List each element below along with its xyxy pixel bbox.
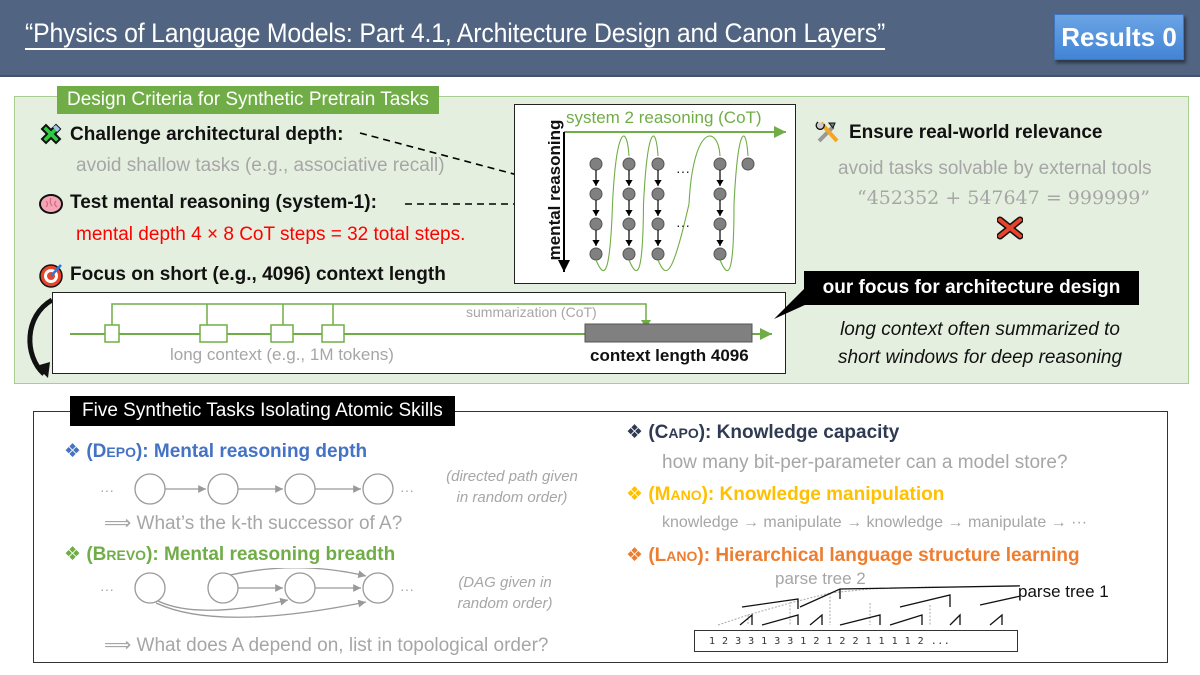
reasoning-node	[589, 247, 603, 261]
context-chunk-2	[199, 324, 228, 343]
cot-loop	[657, 135, 721, 272]
reasoning-node	[651, 217, 665, 231]
brevo-question: ⟹ What does A depend on, list in topolog…	[104, 635, 549, 656]
context-window-bar	[584, 323, 753, 343]
depo-node	[362, 473, 394, 505]
diamond-bullet-icon: ❖	[64, 544, 82, 565]
results-button[interactable]: Results 0	[1054, 14, 1184, 60]
context-chunk-1	[104, 324, 120, 343]
reasoning-node	[713, 217, 727, 231]
tasks-panel	[33, 411, 1168, 663]
reasoning-node	[651, 187, 665, 201]
task-mano-title: ❖ (MANO): Knowledge manipulation	[626, 484, 945, 505]
brevo-node	[284, 572, 316, 604]
reasoning-node	[589, 187, 603, 201]
brain-icon	[38, 191, 64, 222]
reasoning-node	[713, 187, 727, 201]
curved-arrow-icon	[27, 297, 54, 378]
depo-node	[207, 473, 239, 505]
parse-tree-2	[717, 586, 970, 626]
summarization-label: summarization (CoT)	[466, 304, 597, 320]
parse-trees-graphic	[717, 585, 1020, 626]
task-capo-title: ❖ (CAPO): Knowledge capacity	[626, 422, 900, 443]
ellipsis-1: ···	[676, 163, 690, 179]
red-x-icon	[996, 216, 1024, 245]
long-context-label: long context (e.g., 1M tokens)	[170, 345, 394, 364]
header-bar	[0, 0, 1200, 77]
depo-question: ⟹ What’s the k-th successor of A?	[104, 513, 403, 534]
page-title: “Physics of Language Models: Part 4.1, A…	[25, 18, 886, 48]
diamond-bullet-icon: ❖	[64, 441, 82, 462]
dashed-connector-arrows	[359, 132, 526, 209]
reasoning-node	[622, 247, 636, 261]
reasoning-node	[589, 157, 603, 171]
target-icon	[38, 262, 64, 293]
mano-description: knowledge → manipulate → knowledge → man…	[662, 514, 1088, 531]
reasoning-node	[741, 157, 755, 171]
tools-icon	[815, 119, 843, 150]
ellipsis-2: ···	[676, 217, 690, 233]
context-length-label: context length 4096	[590, 346, 749, 365]
reasoning-node	[713, 247, 727, 261]
criterion-relevance-subtitle: avoid tasks solvable by external tools	[838, 158, 1152, 179]
system2-axis-label: system 2 reasoning (CoT)	[566, 108, 762, 127]
task-lano-title: ❖ (LANO): Hierarchical language structur…	[626, 545, 1080, 566]
criterion-depth-subtitle: avoid shallow tasks (e.g., associative r…	[76, 155, 445, 176]
context-diagram-graphic	[70, 303, 772, 343]
callout-note-line-2: short windows for deep reasoning	[837, 347, 1123, 368]
task-brevo-title: ❖ (BREVO): Mental reasoning breadth	[64, 544, 396, 565]
parse-tree-1-label: parse tree 1	[1018, 582, 1109, 601]
reasoning-node	[622, 217, 636, 231]
reasoning-node	[651, 157, 665, 171]
context-chunk-3	[270, 324, 294, 343]
depo-note: (directed path given in random order)	[446, 468, 578, 506]
capo-description: how many bit-per-parameter can a model s…	[662, 452, 1068, 473]
brevo-note: (DAG given in random order)	[457, 574, 553, 612]
ellipsis-left: ···	[100, 581, 114, 597]
parse-tree-1	[739, 585, 1020, 626]
design-criteria-heading: Design Criteria for Synthetic Pretrain T…	[57, 86, 439, 114]
brevo-node	[134, 572, 166, 604]
reasoning-grid: ··· ···	[558, 126, 786, 272]
callout-note-line-1: long context often summarized to	[840, 319, 1120, 340]
ellipsis-right: ···	[400, 482, 414, 498]
puzzle-icon	[38, 121, 64, 152]
task-depo-title: ❖ (DEPO): Mental reasoning depth	[64, 441, 368, 462]
diamond-bullet-icon: ❖	[626, 484, 644, 505]
diamond-bullet-icon: ❖	[626, 545, 644, 566]
summarization-bracket	[111, 303, 647, 325]
criterion-relevance-example: “452352 + 547647 = 999999”	[857, 187, 1151, 209]
tasks-heading: Five Synthetic Tasks Isolating Atomic Sk…	[70, 396, 455, 426]
ellipsis-right: ···	[400, 581, 414, 597]
token-sequence: 1 2 3 3 1 3 3 1 2 1 2 2 1 1 1 1 2 ...	[694, 630, 1018, 652]
cot-loop	[628, 135, 659, 272]
depo-node	[284, 473, 316, 505]
cot-loop	[595, 135, 630, 272]
reasoning-node	[651, 247, 665, 261]
criterion-focus-title: Focus on short (e.g., 4096) context leng…	[70, 264, 446, 285]
reasoning-node	[589, 217, 603, 231]
criterion-mental-subtitle: mental depth 4 × 8 CoT steps = 32 total …	[76, 224, 466, 245]
brevo-node	[207, 572, 239, 604]
reasoning-node	[622, 187, 636, 201]
focus-callout: our focus for architecture design	[804, 271, 1139, 305]
criterion-relevance-title: Ensure real-world relevance	[849, 122, 1103, 143]
context-chunk-4	[321, 324, 345, 343]
callout-note: long context often summarized to short w…	[800, 316, 1160, 372]
diamond-bullet-icon: ❖	[626, 422, 644, 443]
criterion-mental-title: Test mental reasoning (system-1):	[70, 192, 377, 213]
ellipsis-left: ···	[100, 482, 114, 498]
depo-node	[134, 473, 166, 505]
cot-loop	[719, 135, 749, 272]
brevo-node	[362, 572, 394, 604]
parse-tree-2-label: parse tree 2	[775, 569, 866, 588]
depo-path-diagram: ··· ···	[100, 473, 414, 505]
reasoning-node	[713, 157, 727, 171]
brevo-dag-diagram: ··· ···	[100, 568, 414, 618]
criterion-depth-title: Challenge architectural depth:	[70, 124, 344, 145]
reasoning-node	[622, 157, 636, 171]
